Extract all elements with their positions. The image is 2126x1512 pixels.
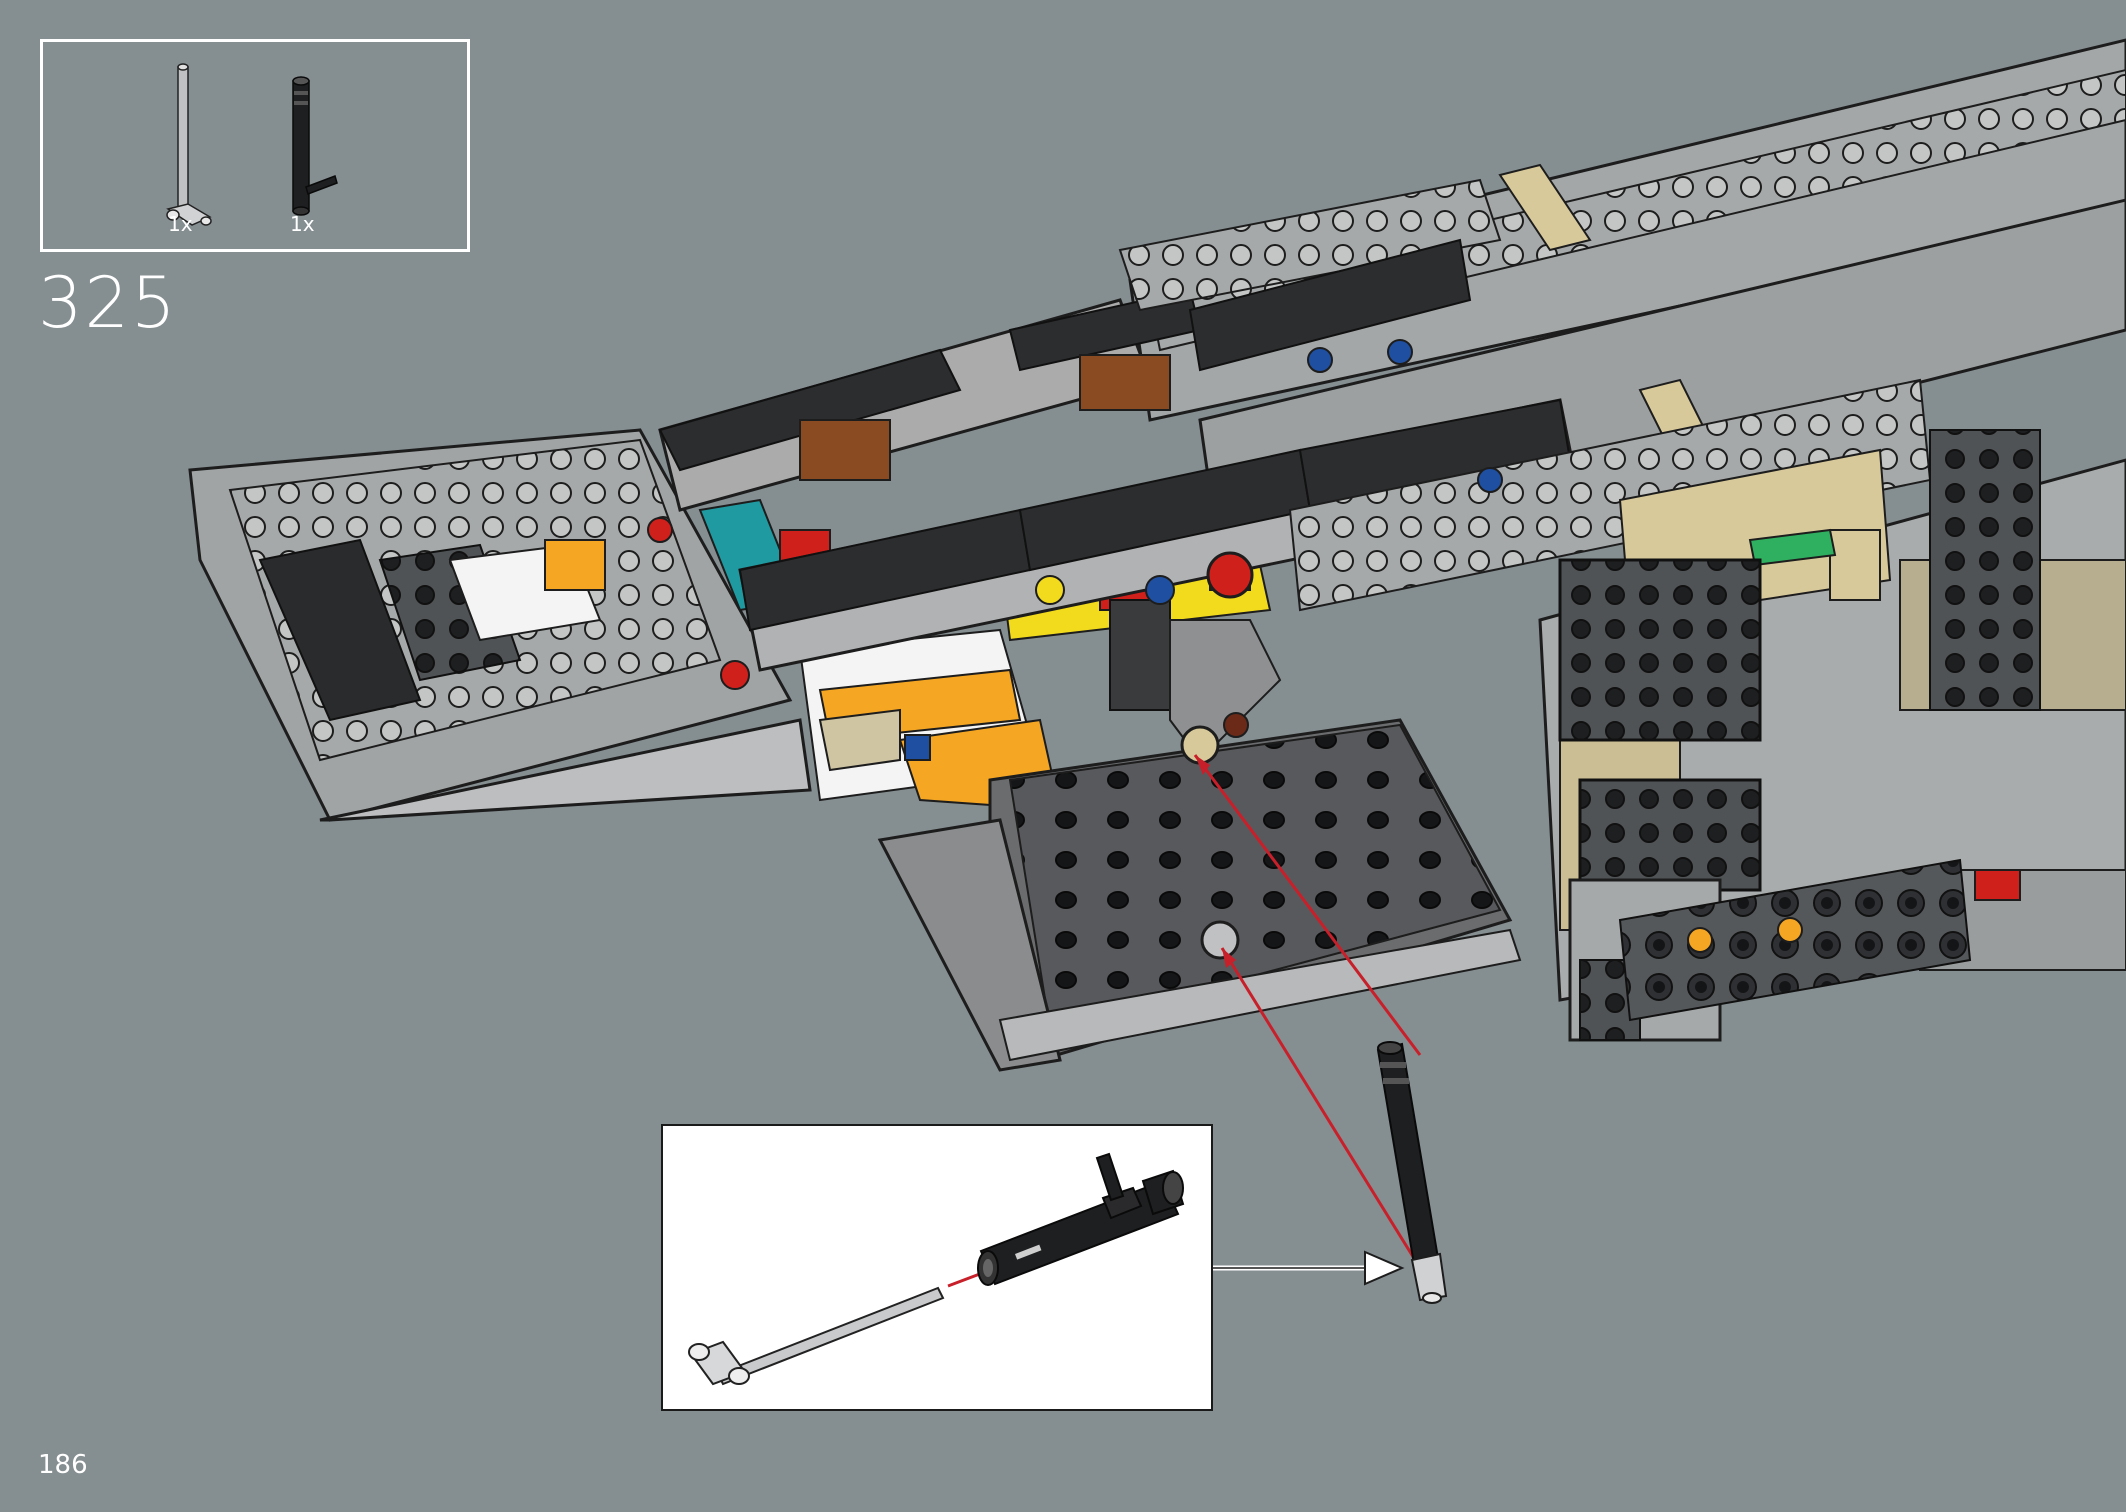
callout-black-tube-icon bbox=[977, 1152, 1185, 1286]
part-quantity-1: 1x bbox=[168, 212, 193, 236]
assembly-arrows bbox=[1193, 754, 1422, 1269]
callout-arrow bbox=[1213, 1250, 1405, 1286]
left-nose-section bbox=[188, 428, 812, 822]
parts-list-box: 1x 1x bbox=[40, 39, 470, 252]
part-quantity-2: 1x bbox=[290, 212, 315, 236]
vertical-tower bbox=[1558, 429, 2041, 1042]
subassembly-callout bbox=[661, 1124, 1213, 1411]
light-gray-axle-icon bbox=[166, 63, 212, 226]
lower-beam bbox=[738, 378, 1932, 672]
step-number: 325 bbox=[38, 262, 178, 344]
black-tube-icon bbox=[292, 76, 338, 216]
callout-illustration bbox=[688, 1152, 1185, 1386]
gray-axle-with-pin-icon bbox=[688, 1286, 945, 1386]
upper-beam bbox=[658, 163, 1592, 512]
hinge-mechanism bbox=[647, 339, 1803, 960]
parts-icons bbox=[166, 63, 338, 226]
floor-plate bbox=[877, 718, 1522, 1072]
black-tube-part bbox=[1376, 1041, 1448, 1304]
page-number: 186 bbox=[38, 1450, 88, 1480]
